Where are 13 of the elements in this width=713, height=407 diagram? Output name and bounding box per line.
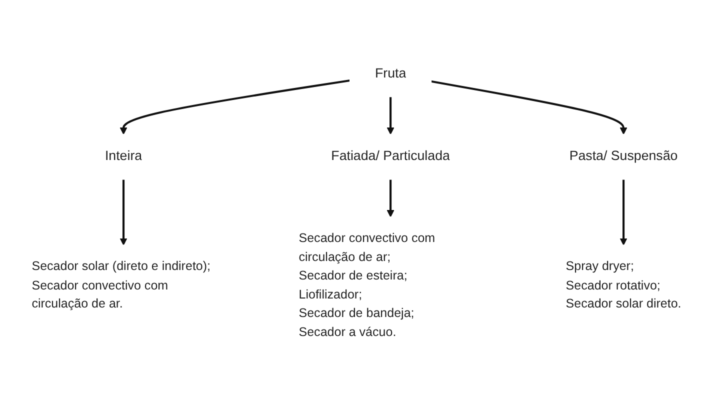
node-text: Pasta/ Suspensão: [569, 150, 678, 164]
arrow: [620, 180, 628, 246]
node-text: Secador solar (direto e indireto); Secador convectivo com circulação de ar.: [32, 260, 211, 312]
node-text: Fatiada/ Particulada: [331, 150, 450, 164]
node-text: Spray dryer; Secador rotativo; Secador solar direto.: [566, 260, 682, 312]
node-text: Inteira: [104, 150, 142, 164]
arrow: [386, 180, 394, 218]
arrow: [120, 80, 350, 135]
arrow: [430, 80, 628, 135]
arrow: [120, 180, 128, 246]
arrow: [386, 97, 394, 135]
node-text: Secador convectivo com circulação de ar; Secador de esteira; Liofilizador; Secador de bandeja; Secador a vácuo.: [298, 231, 436, 340]
node-text: Fruta: [374, 67, 406, 82]
